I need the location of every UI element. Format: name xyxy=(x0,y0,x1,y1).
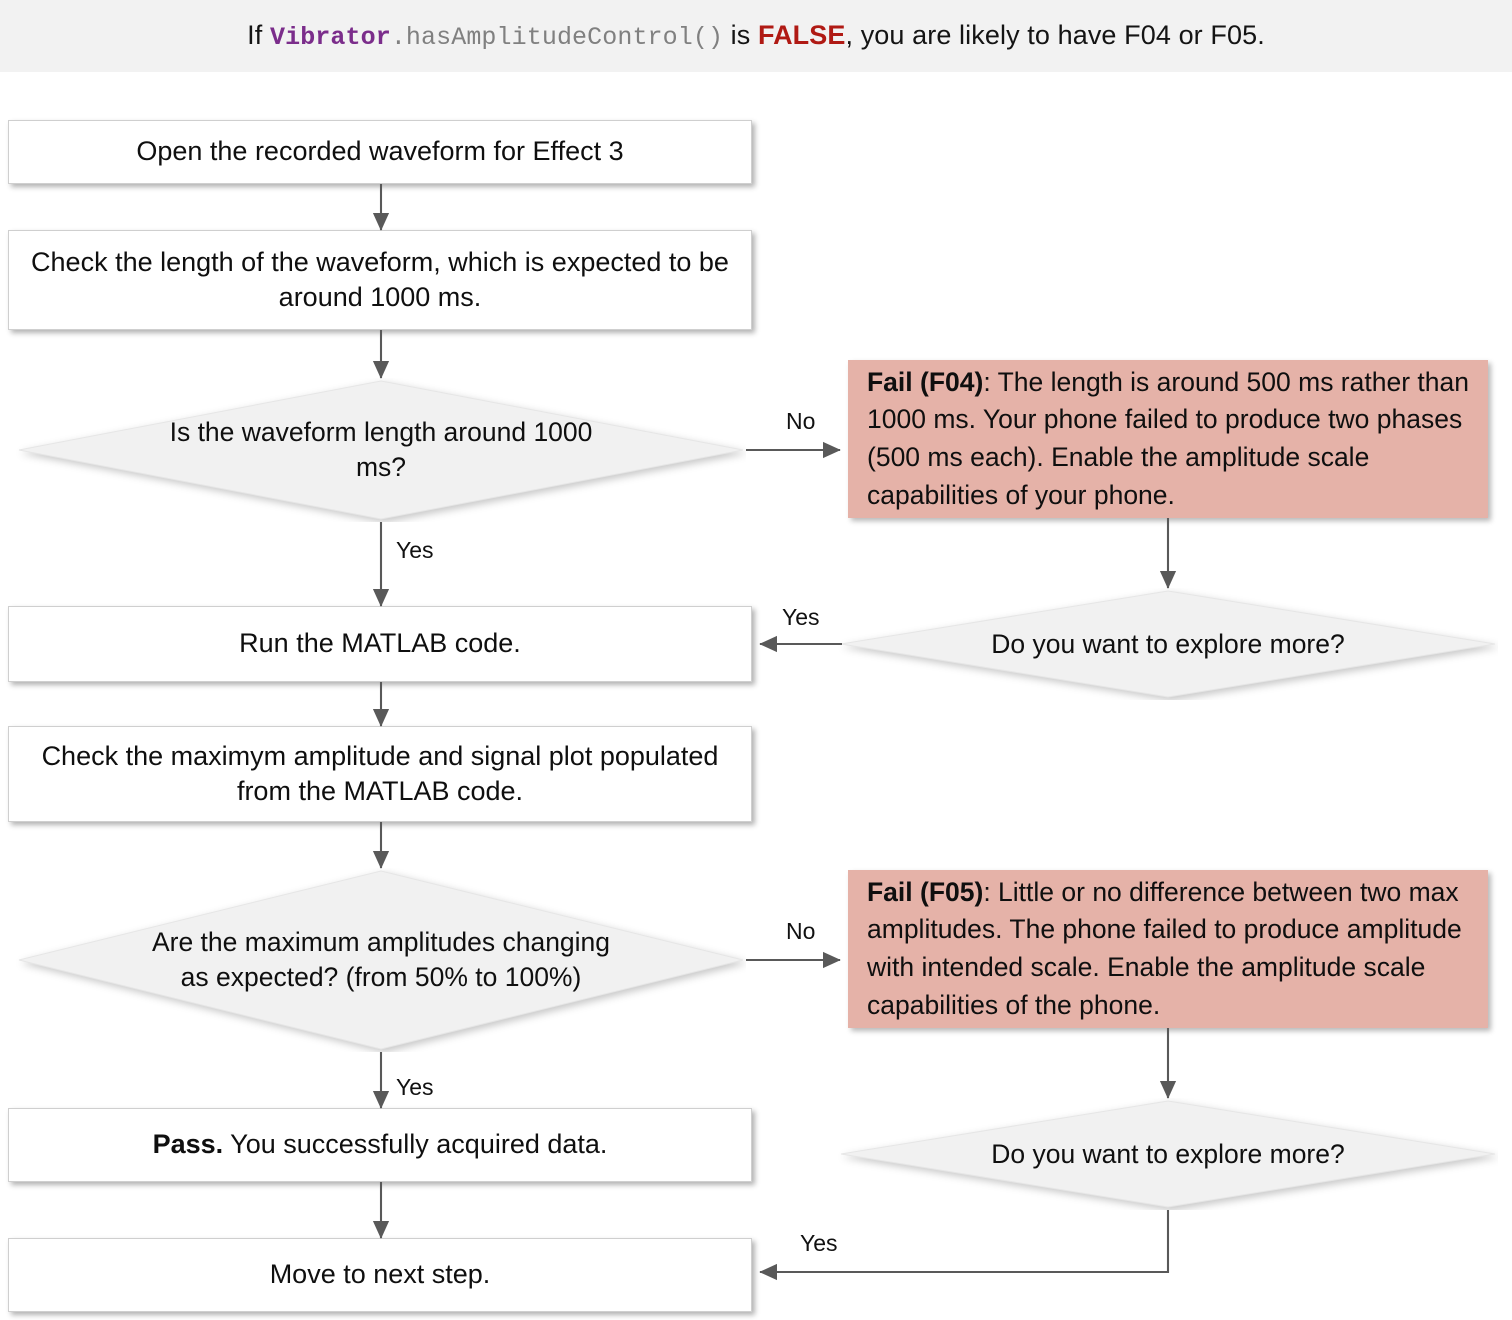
node-decision-explore-more-1[interactable]: Do you want to explore more? xyxy=(838,588,1498,700)
edge-label-length-no: No xyxy=(786,408,816,434)
node-fail-f05[interactable]: Fail (F05): Little or no difference betw… xyxy=(848,870,1488,1028)
node-check-length[interactable]: Check the length of the waveform, which … xyxy=(8,230,752,330)
edge-label-length-yes: Yes xyxy=(396,537,434,563)
node-run-matlab-label: Run the MATLAB code. xyxy=(239,628,521,659)
node-pass-bold: Pass. xyxy=(152,1129,224,1160)
edge-label-explore2-yes: Yes xyxy=(800,1230,838,1256)
edge-label-explore1-yes: Yes xyxy=(782,604,820,630)
diamond-shape-3 xyxy=(18,870,744,1050)
node-decision-explore-more-2[interactable]: Do you want to explore more? xyxy=(838,1098,1498,1210)
node-open-waveform-label: Open the recorded waveform for Effect 3 xyxy=(136,136,624,167)
node-fail-f04-bold: Fail (F04) xyxy=(867,366,984,397)
node-fail-f05-rest: : Little or no difference between two ma… xyxy=(867,876,1462,1020)
node-fail-f04-text: Fail (F04): The length is around 500 ms … xyxy=(867,364,1469,515)
node-decision-amplitude-label: Are the maximum amplitudes changing as e… xyxy=(151,927,611,992)
node-check-amplitude[interactable]: Check the maximym amplitude and signal p… xyxy=(8,726,752,822)
node-decision-waveform-length-label: Is the waveform length around 1000 ms? xyxy=(169,417,593,482)
node-decision-explore-more-2-label: Do you want to explore more? xyxy=(991,1138,1345,1169)
diamond-shape-2 xyxy=(840,590,1496,698)
header-banner: If Vibrator.hasAmplitudeControl() is FAL… xyxy=(0,0,1512,72)
edge-label-amplitude-no: No xyxy=(786,918,816,944)
diamond-shape-4 xyxy=(840,1100,1496,1208)
header-mid: is xyxy=(723,20,758,50)
node-pass-rest: You successfully acquired data. xyxy=(223,1129,608,1160)
header-text: If Vibrator.hasAmplitudeControl() is FAL… xyxy=(247,20,1265,52)
node-next-step[interactable]: Move to next step. xyxy=(8,1238,752,1312)
node-decision-explore-more-1-label: Do you want to explore more? xyxy=(991,628,1345,659)
code-method-token: .hasAmplitudeControl() xyxy=(390,23,724,52)
node-fail-f05-text: Fail (F05): Little or no difference betw… xyxy=(867,874,1469,1025)
node-fail-f05-bold: Fail (F05) xyxy=(867,876,984,907)
node-pass-text: Pass. You successfully acquired data. xyxy=(153,1127,608,1162)
diamond-shape-1 xyxy=(18,380,744,520)
node-run-matlab[interactable]: Run the MATLAB code. xyxy=(8,606,752,682)
node-fail-f04[interactable]: Fail (F04): The length is around 500 ms … xyxy=(848,360,1488,518)
node-check-amplitude-label: Check the maximym amplitude and signal p… xyxy=(41,740,719,806)
node-check-length-label: Check the length of the waveform, which … xyxy=(31,246,729,312)
node-decision-waveform-length[interactable]: Is the waveform length around 1000 ms? xyxy=(16,378,746,522)
node-pass[interactable]: Pass. You successfully acquired data. xyxy=(8,1108,752,1182)
node-next-step-label: Move to next step. xyxy=(269,1259,491,1290)
node-decision-amplitude[interactable]: Are the maximum amplitudes changing as e… xyxy=(16,868,746,1052)
code-class-token: Vibrator xyxy=(269,23,391,52)
bool-false-token: FALSE xyxy=(757,20,846,50)
node-fail-f04-rest: : The length is around 500 ms rather tha… xyxy=(867,366,1469,510)
flowchart-canvas: No Yes Yes No Yes Yes Open the recorded … xyxy=(0,72,1512,1320)
node-open-waveform[interactable]: Open the recorded waveform for Effect 3 xyxy=(8,120,752,184)
header-suffix: , you are likely to have F04 or F05. xyxy=(845,20,1265,50)
edge-label-amplitude-yes: Yes xyxy=(396,1074,434,1100)
header-prefix: If xyxy=(247,20,270,50)
